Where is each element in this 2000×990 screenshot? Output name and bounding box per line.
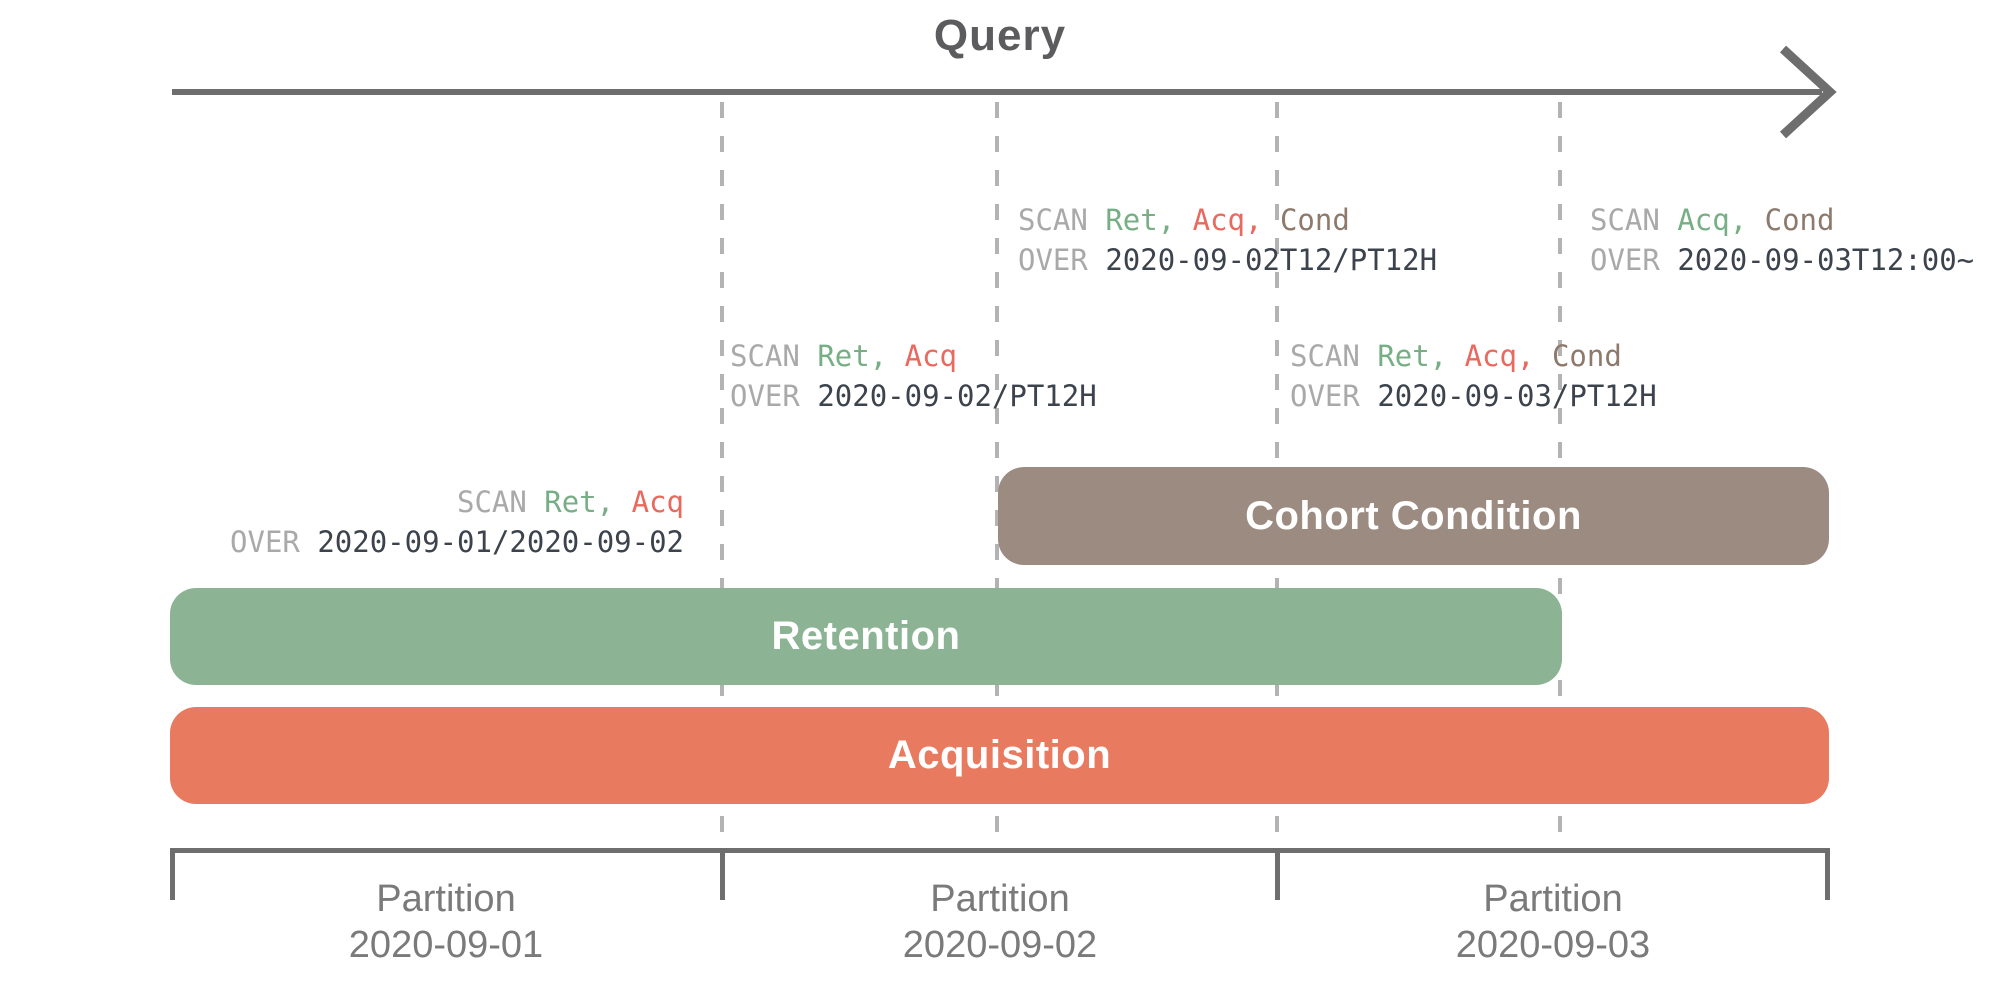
cohort-condition-bar-label: Cohort Condition [1245, 493, 1582, 538]
axis-tick [1275, 848, 1280, 900]
axis-tick [720, 848, 725, 900]
scan-segment-val: 2020-09-01/2020-09-02 [317, 525, 684, 559]
acquisition-bar-label: Acquisition [887, 733, 1112, 777]
scan-line: OVER 2020-09-02T12/PT12H [1018, 240, 1437, 280]
arrow-head-icon [1779, 45, 1837, 139]
scan-line: SCAN Ret, Acq [230, 482, 684, 522]
axis-tick [1825, 848, 1830, 900]
scan-segment-green: Ret, [1105, 203, 1193, 237]
scan-segment-kw: OVER [1290, 379, 1378, 413]
scan-segment-val: 2020-09-03/PT12H [1377, 379, 1657, 413]
scan-line: OVER 2020-09-01/2020-09-02 [230, 522, 684, 562]
scan-segment-green: Ret, [1377, 339, 1465, 373]
halfday-dashed-line-1 [720, 102, 724, 848]
retention-bar-label: Retention [771, 614, 961, 658]
scan-segment-kw: SCAN [1290, 339, 1378, 373]
scan-line: OVER 2020-09-03/PT12H [1290, 376, 1657, 416]
scan-segment-green: Ret, [817, 339, 905, 373]
partition-label-line2: 2020-09-02 [902, 924, 1098, 966]
cohort-condition-bar: Cohort Condition [998, 467, 1829, 565]
scan-line: SCAN Acq, Cond [1590, 200, 1974, 240]
scan-segment-brown: Cond [1279, 203, 1350, 237]
scan-line: SCAN Ret, Acq, Cond [1290, 336, 1657, 376]
scan-segment-red: Acq, [1464, 339, 1552, 373]
scan-segment-val: 2020-09-03T12:00~ [1677, 243, 1975, 277]
scan-segment-kw: OVER [1590, 243, 1678, 277]
partition-label-2020-09-03: Partition 2020-09-03 [1303, 876, 1803, 968]
query-timeline-arrow-line [172, 89, 1822, 95]
scan-segment-brown: Cond [1551, 339, 1622, 373]
partition-label-2020-09-01: Partition 2020-09-01 [196, 876, 696, 968]
scan-segment-kw: SCAN [1018, 203, 1106, 237]
scan-segment-val: 2020-09-02T12/PT12H [1105, 243, 1438, 277]
axis-tick [170, 848, 175, 900]
partition-axis-line [170, 848, 1830, 853]
scan-line: OVER 2020-09-02/PT12H [730, 376, 1097, 416]
partition-label-line1: Partition [930, 878, 1070, 920]
halfday-dashed-line-2 [995, 102, 999, 848]
scan-segment-red: Acq, [1192, 203, 1280, 237]
retention-bar: Retention [170, 588, 1562, 685]
scan-segment-green: Ret, [544, 485, 632, 519]
scan-segment-kw: OVER [230, 525, 318, 559]
scan-segment-kw: OVER [1018, 243, 1106, 277]
scan-segment-kw: SCAN [1590, 203, 1678, 237]
partition-label-2020-09-02: Partition 2020-09-02 [750, 876, 1250, 968]
scan-segment-green: Acq, [1677, 203, 1765, 237]
partition-label-line1: Partition [1483, 878, 1623, 920]
scan-segment-val: 2020-09-02/PT12H [817, 379, 1097, 413]
scan-line: OVER 2020-09-03T12:00~ [1590, 240, 1974, 280]
scan-segment-kw: OVER [730, 379, 818, 413]
partition-label-line2: 2020-09-03 [1455, 924, 1651, 966]
scan-segment-kw: SCAN [730, 339, 818, 373]
scan-segment-red: Acq [631, 485, 684, 519]
scan-line: SCAN Ret, Acq, Cond [1018, 200, 1437, 240]
scan-line: SCAN Ret, Acq [730, 336, 1097, 376]
scan-segment-brown: Cond [1764, 203, 1835, 237]
acquisition-bar: Acquisition [170, 707, 1829, 804]
diagram-title: Query [933, 11, 1067, 60]
partition-label-line1: Partition [376, 878, 516, 920]
scan-segment-red: Acq [904, 339, 958, 373]
scan-segment-kw: SCAN [456, 485, 545, 519]
partition-label-line2: 2020-09-01 [348, 924, 544, 966]
